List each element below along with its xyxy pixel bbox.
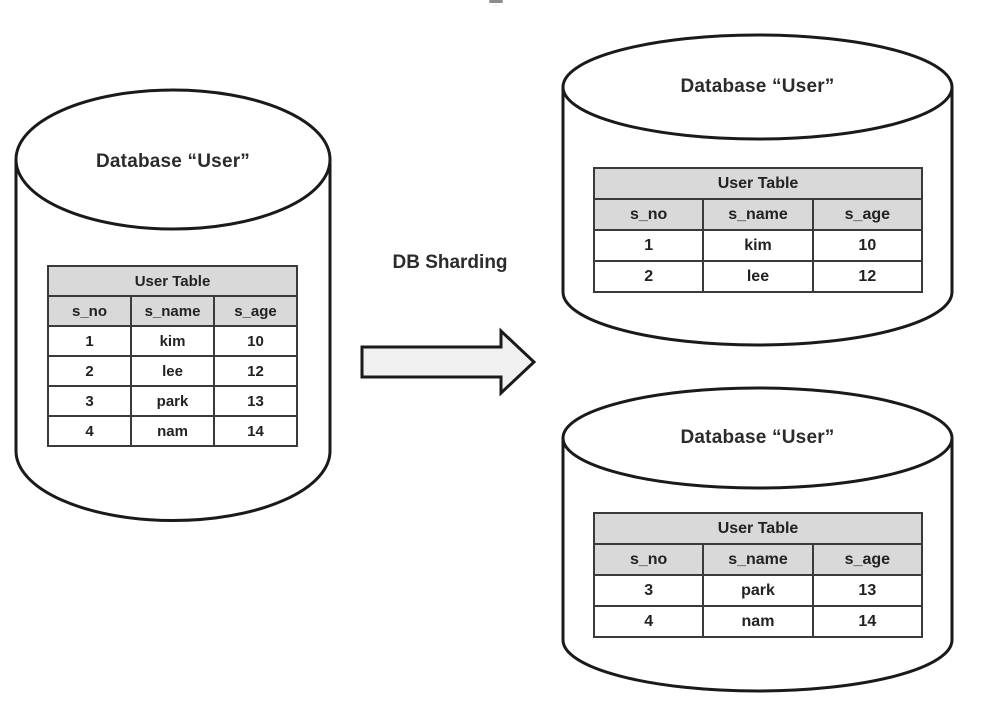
column-header: s_name [702, 198, 814, 231]
table-cell: nam [702, 605, 814, 638]
table-cell: 3 [47, 385, 132, 417]
table-cell: kim [130, 325, 215, 357]
table-cell: 4 [47, 415, 132, 447]
table-cell: 1 [592, 229, 705, 262]
table-title-cell: User Table [593, 512, 923, 545]
table-cell: 12 [213, 355, 298, 387]
table-row: 2 lee 12 [47, 355, 298, 387]
table-header-row: s_no s_name s_age [592, 543, 924, 576]
table-row: 1 kim 10 [592, 229, 924, 262]
table-cell: 4 [592, 605, 705, 638]
table-row: 3 park 13 [47, 385, 298, 417]
table-title-cell: User Table [593, 167, 923, 200]
table-cell: park [130, 385, 215, 417]
column-header: s_age [811, 543, 924, 576]
shard2-user-table: User Table s_no s_name s_age 3 park 13 4… [592, 512, 924, 638]
table-cell: 1 [47, 325, 132, 357]
table-row: 4 nam 14 [47, 415, 298, 447]
source-user-table: User Table s_no s_name s_age 1 kim 10 2 … [47, 265, 298, 447]
table-cell: 13 [213, 385, 298, 417]
column-header: s_age [213, 295, 298, 327]
table-cell: 14 [811, 605, 924, 638]
table-cell: lee [702, 260, 814, 293]
table-cell: kim [702, 229, 814, 262]
table-cell: 12 [811, 260, 924, 293]
table-header-row: s_no s_name s_age [592, 198, 924, 231]
table-row: 1 kim 10 [47, 325, 298, 357]
table-cell: 2 [592, 260, 705, 293]
table-cell: 10 [811, 229, 924, 262]
table-cell: lee [130, 355, 215, 387]
sharding-arrow-icon [360, 327, 537, 397]
table-title-row: User Table [47, 265, 298, 297]
shard1-user-table: User Table s_no s_name s_age 1 kim 10 2 … [592, 167, 924, 293]
table-cell: park [702, 574, 814, 607]
shard1-database-label: Database “User” [680, 76, 835, 97]
column-header: s_no [47, 295, 132, 327]
table-title-cell: User Table [47, 265, 298, 297]
table-row: 3 park 13 [592, 574, 924, 607]
column-header: s_name [702, 543, 814, 576]
table-title-row: User Table [593, 167, 923, 200]
source-database-label: Database “User” [95, 151, 251, 172]
column-header: s_no [592, 543, 705, 576]
table-cell: 3 [592, 574, 705, 607]
table-cell: nam [130, 415, 215, 447]
column-header: s_age [811, 198, 924, 231]
table-title-row: User Table [593, 512, 923, 545]
table-header-row: s_no s_name s_age [47, 295, 298, 327]
column-header: s_name [130, 295, 215, 327]
table-cell: 2 [47, 355, 132, 387]
table-cell: 14 [213, 415, 298, 447]
table-row: 4 nam 14 [592, 605, 924, 638]
shard2-database-label: Database “User” [680, 427, 835, 448]
table-row: 2 lee 12 [592, 260, 924, 293]
column-header: s_no [592, 198, 705, 231]
table-cell: 10 [213, 325, 298, 357]
cropped-title-fragment [489, 0, 503, 3]
arrow-label: DB Sharding [392, 252, 508, 273]
table-cell: 13 [811, 574, 924, 607]
